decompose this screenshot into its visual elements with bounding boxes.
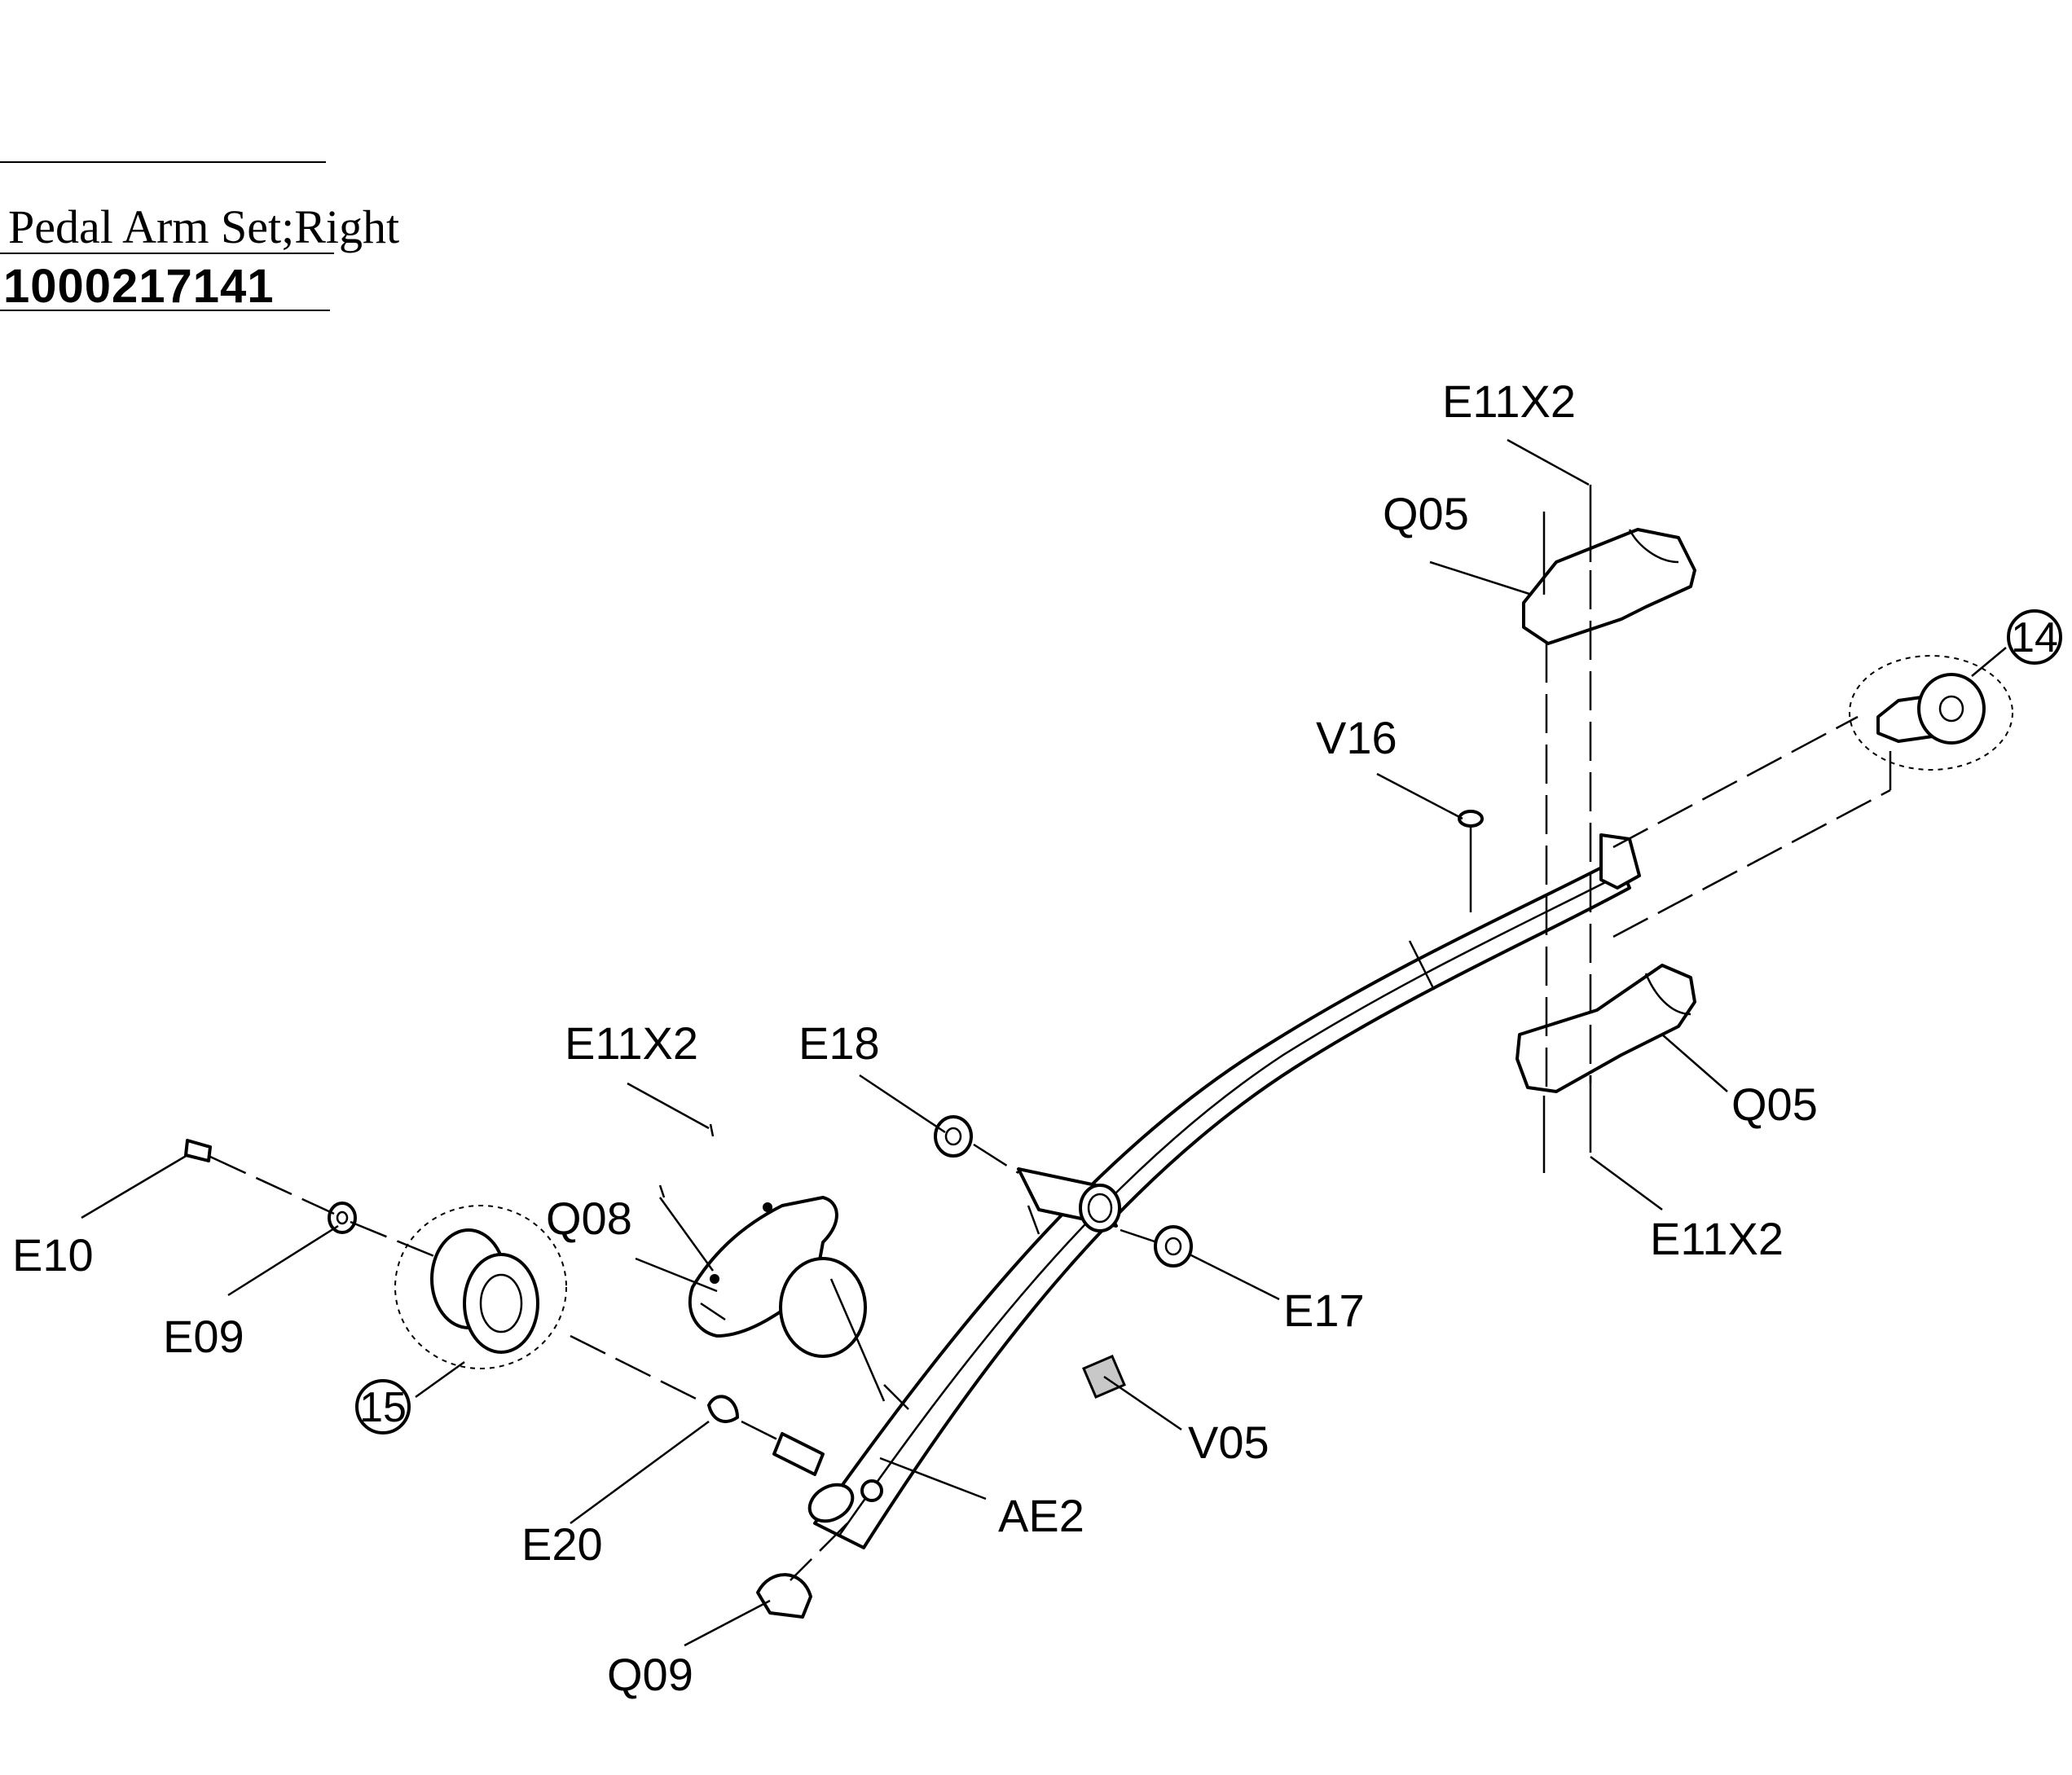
part-name: Pedal Arm Set;Right [8, 200, 400, 253]
callout-e18: E18 [798, 1017, 880, 1069]
callout-e11x2-mid: E11X2 [565, 1017, 698, 1069]
assembly-number-14: 14 [2011, 614, 2058, 661]
axle-stub [772, 1432, 825, 1476]
callout-e11x2-bottom: E11X2 [1650, 1213, 1784, 1264]
clip-e20 [707, 1395, 739, 1423]
cover-q05-top [1522, 528, 1696, 645]
circle-14 [2007, 609, 2062, 665]
subassembly-14 [1849, 655, 2013, 771]
callout-q05-bottom: Q05 [1731, 1079, 1818, 1130]
title-rule-bottom [0, 310, 330, 311]
callout-ae2: AE2 [998, 1490, 1084, 1541]
assembly-number-15: 15 [359, 1384, 407, 1431]
subassembly-15 [394, 1205, 567, 1369]
cover-q05-bottom [1516, 964, 1696, 1093]
assembly-lines [209, 570, 1892, 1581]
small-parts [184, 810, 1484, 1619]
washer-e17 [1154, 1225, 1193, 1268]
washer-e09 [328, 1202, 357, 1234]
callout-v05: V05 [1188, 1417, 1269, 1468]
callout-e09: E09 [163, 1311, 244, 1362]
pivot-tube [1017, 1167, 1121, 1235]
callout-e10: E10 [12, 1229, 94, 1281]
pedal-bracket-q08 [688, 1196, 867, 1358]
screws [658, 485, 1592, 1198]
end-cap-q09 [756, 1573, 812, 1619]
callout-q09: Q09 [607, 1649, 693, 1700]
title-rule-middle [0, 253, 334, 254]
circle-15 [355, 1379, 411, 1434]
callout-e17: E17 [1283, 1285, 1365, 1336]
callout-e20: E20 [521, 1518, 603, 1570]
callout-e11x2-top: E11X2 [1442, 376, 1576, 427]
callout-q08: Q08 [546, 1193, 632, 1244]
part-number: 1000217141 [3, 260, 275, 313]
callout-q05-top: Q05 [1383, 488, 1469, 539]
pedal-arm-tube [807, 833, 1641, 1549]
leader-lines [81, 438, 2007, 1647]
bolt-e10 [184, 1139, 212, 1162]
washer-e18 [934, 1115, 973, 1158]
callout-v16: V16 [1316, 712, 1397, 763]
title-rule-top [0, 161, 326, 163]
logo-v16 [1458, 810, 1484, 828]
